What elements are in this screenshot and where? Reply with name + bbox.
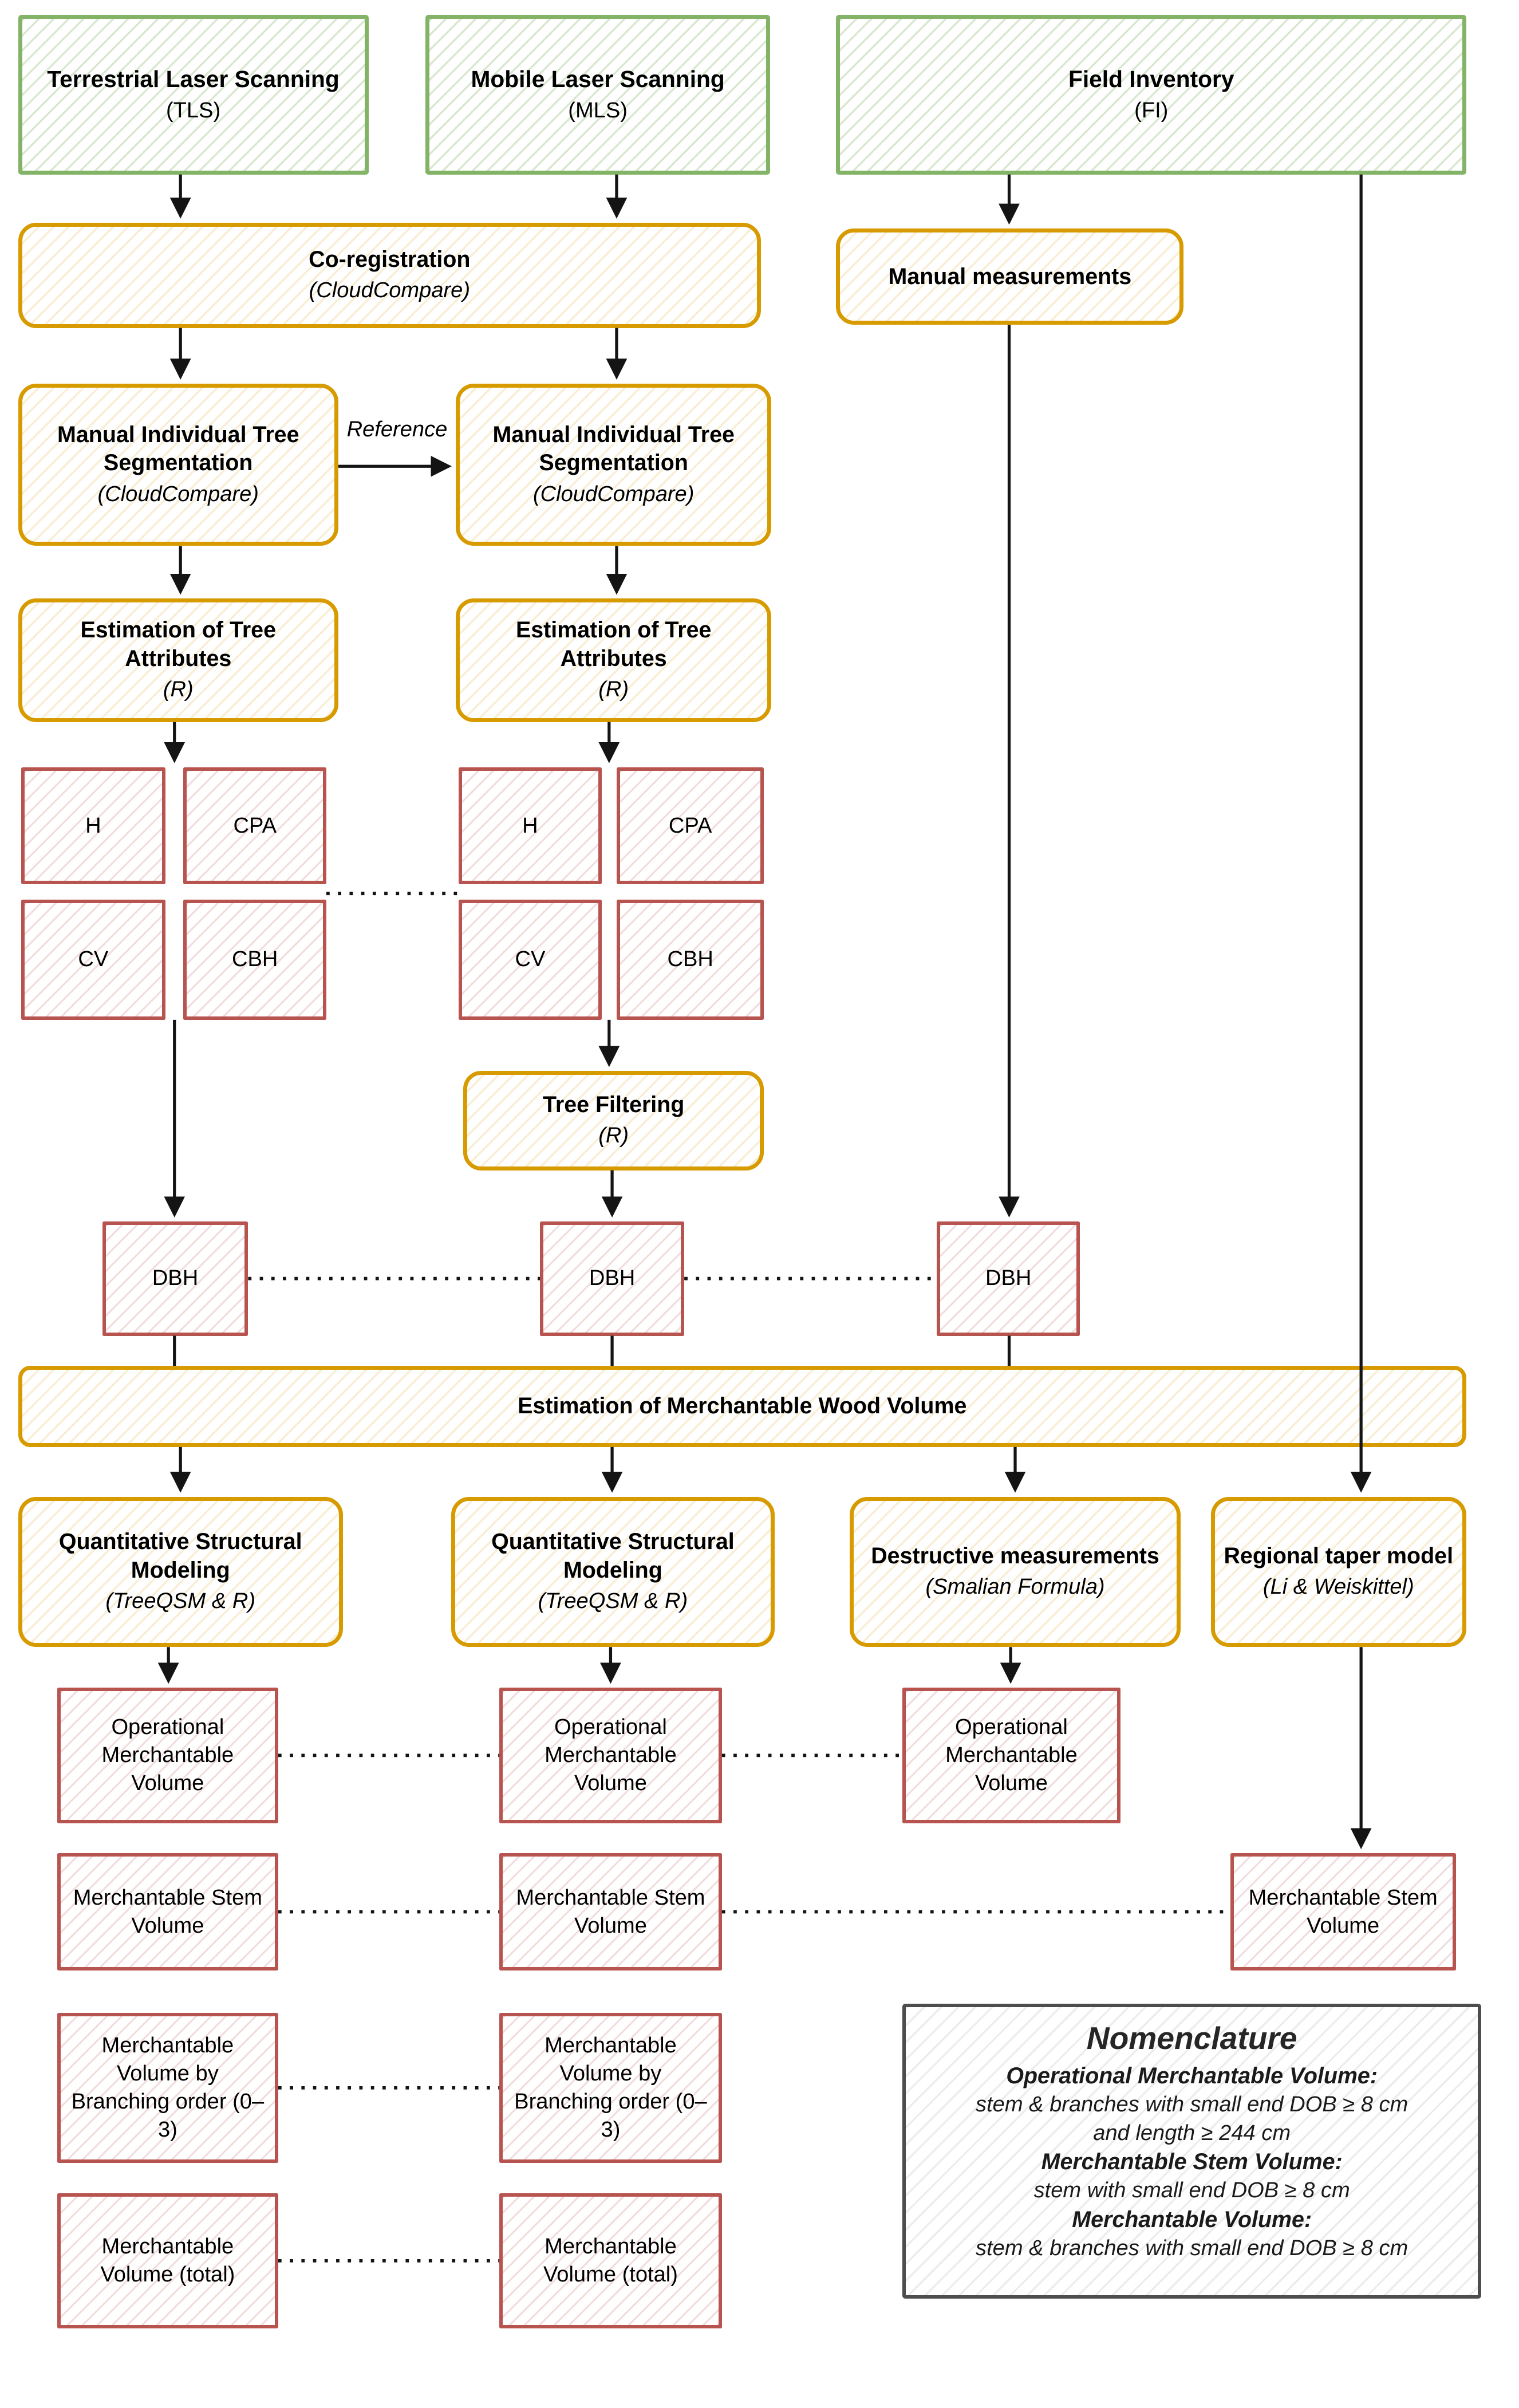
node-title: Estimation of Tree Attributes (80, 617, 276, 671)
node-title: Mobile Laser Scanning (471, 65, 725, 92)
node-estimation-merchantable-wood-volume: Estimation of Merchantable Wood Volume (18, 1366, 1467, 1447)
node-abbreviation: (TLS) (165, 98, 221, 123)
node-tree-attributes-mls: Estimation of Tree Attributes (R) (455, 598, 772, 722)
node-attribute-cbh-tls: CBH (183, 899, 326, 1020)
nomenclature-term: Operational Merchantable Volume: (1006, 2063, 1378, 2088)
nomenclature-title: Nomenclature (1086, 2020, 1297, 2056)
node-abbreviation: (FI) (1134, 98, 1169, 123)
nomenclature-entry: Merchantable Stem Volume: stem with smal… (1034, 2147, 1350, 2205)
nomenclature-legend: Nomenclature Operational Merchantable Vo… (902, 2003, 1482, 2299)
node-title: Manual measurements (888, 263, 1132, 289)
attribute-label: CV (515, 947, 546, 972)
node-merchantable-volume-branching-tls: Merchantable Volume by Branching order (… (57, 2012, 278, 2163)
node-merchantable-stem-volume-taper: Merchantable Stem Volume (1230, 1853, 1456, 1970)
attribute-label: H (85, 813, 101, 838)
node-title: Manual Individual Tree Segmentation (57, 422, 299, 476)
attribute-label: CBH (232, 947, 278, 972)
attribute-label: CPA (668, 813, 712, 838)
node-tool: (TreeQSM & R) (538, 1589, 688, 1613)
node-attribute-cv-mls: CV (459, 899, 602, 1020)
node-operational-merchantable-volume-mls: Operational Merchantable Volume (499, 1688, 722, 1823)
node-title: Field Inventory (1068, 65, 1234, 92)
node-destructive-measurements: Destructive measurements (Smalian Formul… (850, 1496, 1181, 1648)
output-label: Merchantable Volume by Branching order (… (71, 2033, 265, 2142)
output-label: Merchantable Volume (total) (543, 2234, 678, 2287)
node-merchantable-stem-volume-tls: Merchantable Stem Volume (57, 1853, 278, 1970)
output-label: Merchantable Stem Volume (1248, 1885, 1438, 1938)
node-merchantable-volume-branching-mls: Merchantable Volume by Branching order (… (499, 2012, 722, 2163)
reference-edge-label: Reference (346, 417, 448, 442)
output-label: Operational Merchantable Volume (101, 1715, 234, 1795)
node-manual-measurements: Manual measurements (836, 228, 1184, 325)
node-title: Estimation of Tree Attributes (515, 617, 712, 671)
attribute-label: DBH (589, 1266, 636, 1291)
node-tree-attributes-tls: Estimation of Tree Attributes (R) (18, 598, 339, 722)
node-tree-filtering: Tree Filtering (R) (463, 1071, 764, 1170)
attribute-label: CV (78, 947, 109, 972)
node-dbh-mls: DBH (540, 1221, 685, 1336)
attribute-label: DBH (152, 1266, 199, 1291)
nomenclature-entry: Merchantable Volume: stem & branches wit… (976, 2205, 1408, 2263)
node-tool: (CloudCompare) (309, 278, 471, 303)
nomenclature-definition: stem with small end DOB ≥ 8 cm (1033, 2178, 1350, 2203)
node-title: Co-registration (309, 246, 471, 272)
node-tool: (R) (598, 677, 629, 702)
output-label: Merchantable Volume (total) (100, 2234, 235, 2287)
node-title: Estimation of Merchantable Wood Volume (518, 1393, 967, 1419)
node-merchantable-volume-total-tls: Merchantable Volume (total) (57, 2193, 278, 2329)
node-abbreviation: (MLS) (568, 98, 628, 123)
node-title: Terrestrial Laser Scanning (47, 65, 340, 92)
node-tool: (TreeQSM & R) (105, 1589, 256, 1613)
node-qsm-mls: Quantitative Structural Modeling (TreeQS… (451, 1496, 775, 1648)
node-attribute-cpa-mls: CPA (616, 767, 764, 885)
node-title: Tree Filtering (543, 1091, 685, 1117)
node-title: Regional taper model (1224, 1543, 1454, 1568)
attribute-label: H (522, 813, 538, 838)
node-tool: (Smalian Formula) (925, 1575, 1105, 1599)
node-qsm-tls: Quantitative Structural Modeling (TreeQS… (18, 1496, 343, 1648)
node-attribute-cv-tls: CV (21, 899, 165, 1020)
node-tool: (Li & Weiskittel) (1262, 1575, 1414, 1599)
node-title: Manual Individual Tree Segmentation (492, 422, 735, 476)
node-segmentation-tls: Manual Individual Tree Segmentation (Clo… (18, 383, 339, 546)
node-attribute-cpa-tls: CPA (183, 767, 326, 885)
node-operational-merchantable-volume-tls: Operational Merchantable Volume (57, 1688, 278, 1823)
node-merchantable-stem-volume-mls: Merchantable Stem Volume (499, 1853, 722, 1970)
output-label: Operational Merchantable Volume (945, 1715, 1078, 1795)
node-co-registration: Co-registration (CloudCompare) (18, 222, 762, 328)
attribute-label: CPA (233, 813, 277, 838)
node-terrestrial-laser-scanning: Terrestrial Laser Scanning (TLS) (18, 15, 369, 175)
node-merchantable-volume-total-mls: Merchantable Volume (total) (499, 2193, 722, 2329)
nomenclature-term: Merchantable Volume: (1072, 2206, 1312, 2232)
node-field-inventory: Field Inventory (FI) (836, 15, 1467, 175)
node-tool: (CloudCompare) (97, 482, 259, 506)
node-tool: (R) (163, 677, 194, 702)
node-dbh-fi: DBH (937, 1221, 1080, 1336)
nomenclature-definition: stem & branches with small end DOB ≥ 8 c… (976, 2236, 1408, 2261)
output-label: Merchantable Volume by Branching order (… (514, 2033, 707, 2142)
attribute-label: CBH (667, 947, 713, 972)
output-label: Operational Merchantable Volume (545, 1715, 677, 1795)
node-operational-merchantable-volume-fi: Operational Merchantable Volume (902, 1688, 1120, 1823)
node-regional-taper-model: Regional taper model (Li & Weiskittel) (1210, 1496, 1467, 1648)
attribute-label: DBH (985, 1266, 1032, 1291)
node-tool: (CloudCompare) (532, 482, 695, 506)
node-attribute-h-tls: H (21, 767, 165, 885)
nomenclature-term: Merchantable Stem Volume: (1041, 2149, 1343, 2175)
node-title: Quantitative Structural Modeling (58, 1529, 302, 1583)
node-attribute-cbh-mls: CBH (616, 899, 764, 1020)
node-dbh-tls: DBH (102, 1221, 248, 1336)
output-label: Merchantable Stem Volume (73, 1885, 262, 1938)
node-mobile-laser-scanning: Mobile Laser Scanning (MLS) (425, 15, 770, 175)
node-segmentation-mls: Manual Individual Tree Segmentation (Clo… (455, 383, 772, 546)
node-attribute-h-mls: H (459, 767, 602, 885)
output-label: Merchantable Stem Volume (516, 1885, 705, 1938)
node-title: Destructive measurements (871, 1543, 1159, 1568)
node-title: Quantitative Structural Modeling (491, 1529, 735, 1583)
node-tool: (R) (598, 1124, 629, 1148)
nomenclature-definition: stem & branches with small end DOB ≥ 8 c… (976, 2092, 1408, 2145)
nomenclature-entry: Operational Merchantable Volume: stem & … (976, 2062, 1408, 2147)
